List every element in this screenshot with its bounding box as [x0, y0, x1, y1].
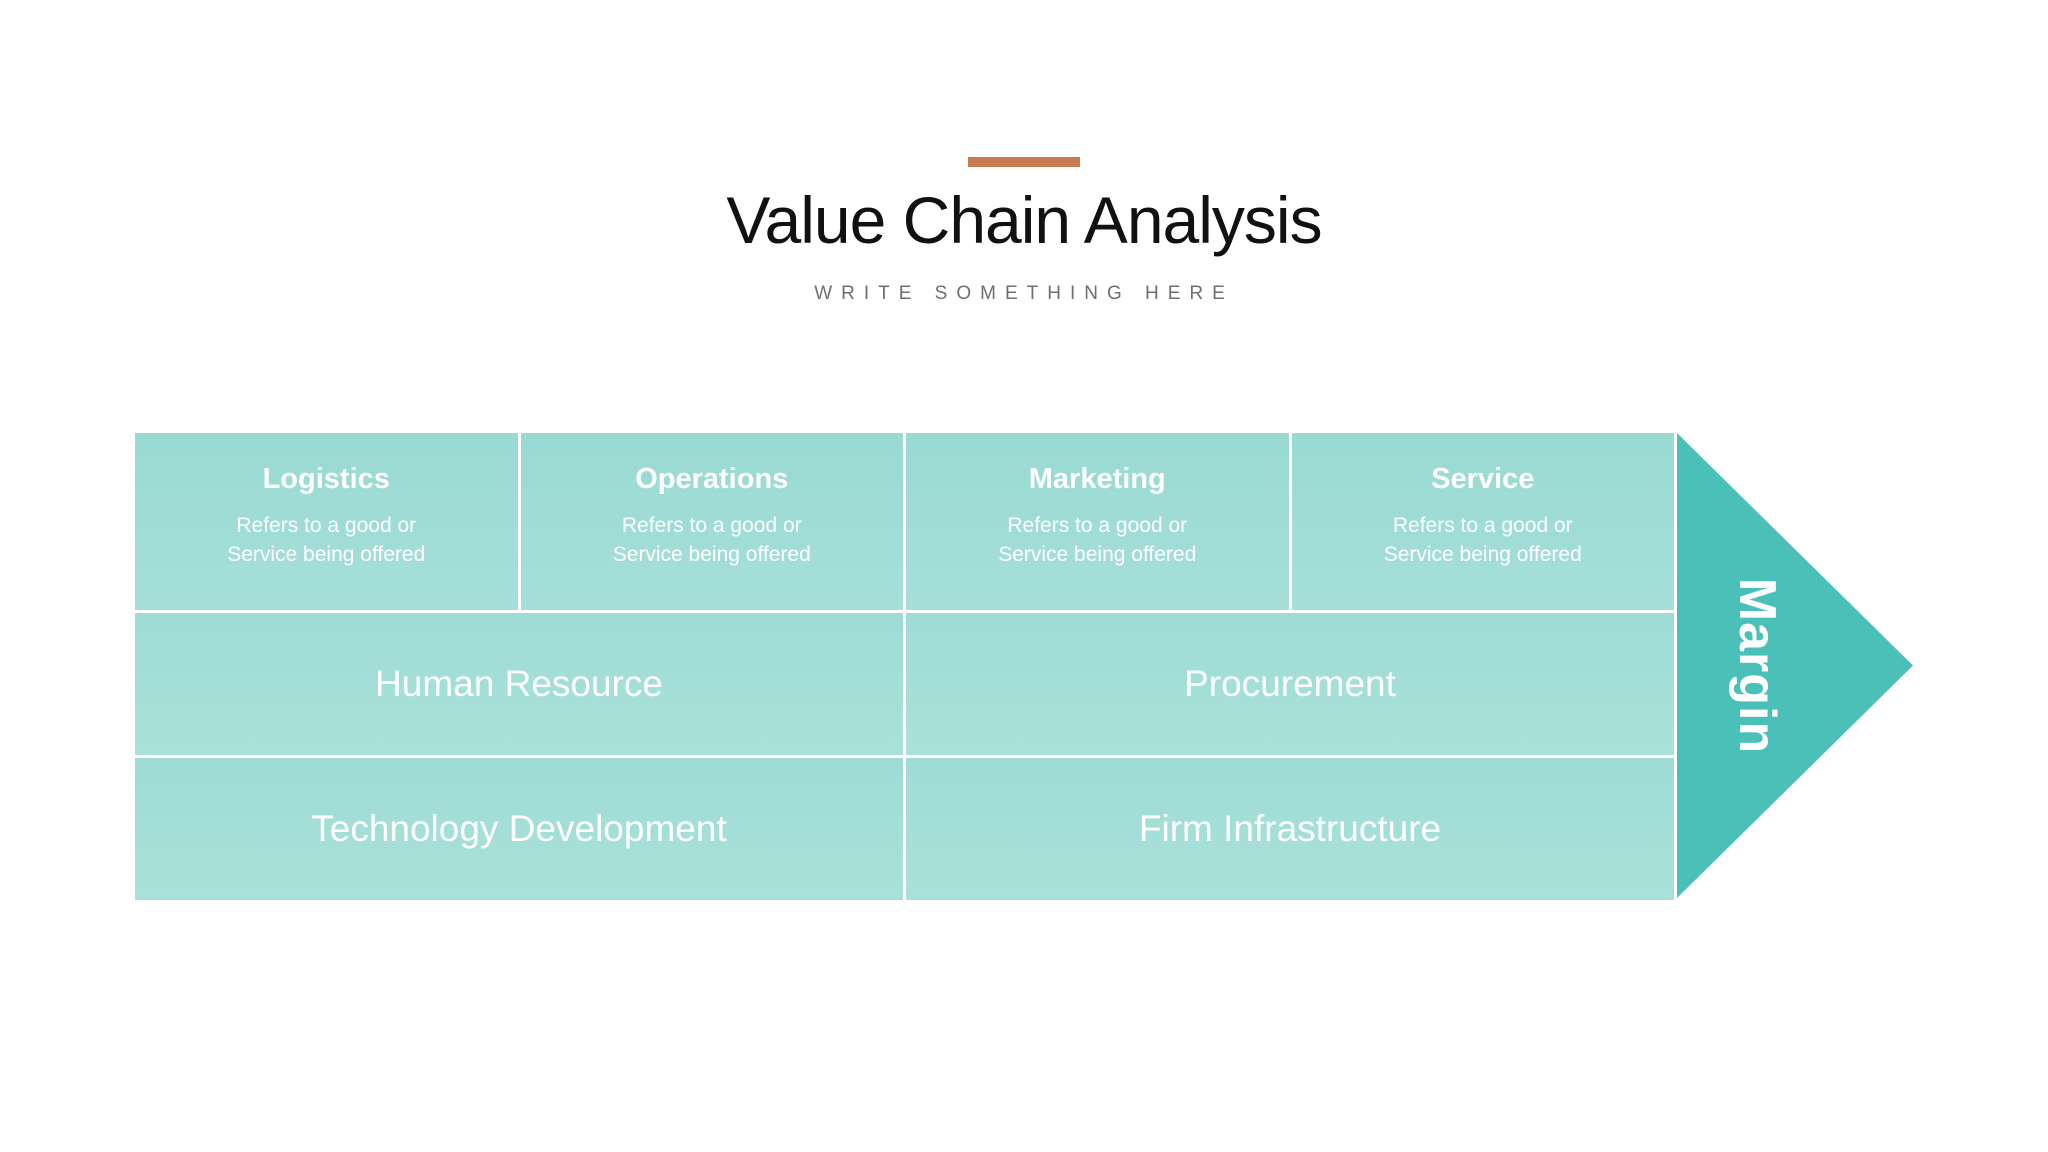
- slide-subtitle: WRITE SOMETHING HERE: [814, 283, 1234, 304]
- margin-arrow: Margin: [1677, 433, 1913, 898]
- activity-description: Refers to a good or Service being offere…: [998, 514, 1197, 567]
- primary-activity-cell-service: Service Refers to a good or Service bein…: [1291, 433, 1674, 610]
- support-row-2: Technology Development Firm Infrastructu…: [135, 758, 1674, 900]
- firm-infrastructure-cell: Firm Infrastructure: [906, 758, 1674, 900]
- primary-activity-cell-logistics: Logistics Refers to a good or Service be…: [135, 433, 518, 610]
- activity-title: Logistics: [262, 463, 390, 495]
- primary-activities-row: Logistics Refers to a good or Service be…: [135, 433, 1674, 610]
- slide-title: Value Chain Analysis: [726, 183, 1322, 257]
- primary-activity-cell-marketing: Marketing Refers to a good or Service be…: [906, 433, 1289, 610]
- activity-title: Marketing: [1028, 463, 1166, 495]
- accent-bar: [968, 157, 1080, 167]
- human-resource-cell: Human Resource: [135, 613, 903, 755]
- technology-development-cell: Technology Development: [135, 758, 903, 900]
- support-row-1: Human Resource Procurement: [135, 613, 1674, 755]
- primary-activity-cell-operations: Operations Refers to a good or Service b…: [520, 433, 903, 610]
- activity-description: Refers to a good or Service being offere…: [612, 514, 811, 567]
- activity-title: Operations: [635, 463, 789, 495]
- procurement-cell: Procurement: [906, 613, 1674, 755]
- value-chain-table: Logistics Refers to a good or Service be…: [135, 433, 1674, 900]
- activity-description: Refers to a good or Service being offere…: [227, 514, 426, 567]
- margin-label: Margin: [1728, 577, 1786, 754]
- activity-description: Refers to a good or Service being offere…: [1383, 514, 1582, 567]
- activity-title: Service: [1431, 463, 1535, 495]
